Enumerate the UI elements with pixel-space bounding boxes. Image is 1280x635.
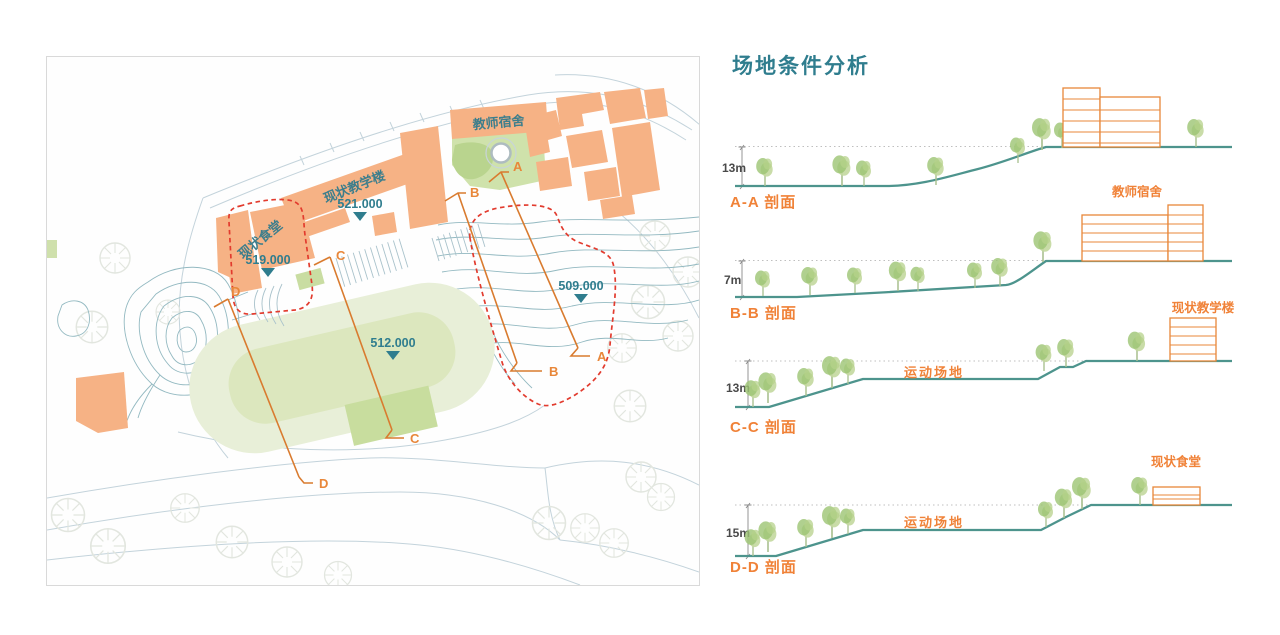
building-bb xyxy=(1081,204,1204,262)
plan-buildings xyxy=(76,88,668,433)
terrain-dd xyxy=(735,503,1232,558)
building-label-dd: 现状食堂 xyxy=(1151,454,1201,469)
section-cc: 13m 运动场地 现状教学楼 C-C 剖面 xyxy=(726,300,1235,436)
elevation-marker-519: 519.000 xyxy=(245,253,291,277)
section-aa: 13m 教师宿舍 A-A 剖面 xyxy=(722,87,1232,211)
red-boundary-canteen xyxy=(228,198,314,315)
plan-stairs xyxy=(254,223,486,327)
sports-ground-label-cc: 运动场地 xyxy=(904,365,964,380)
plan-contours-east xyxy=(435,216,699,389)
terrain-cc xyxy=(735,359,1232,409)
section-line-b: B B xyxy=(444,185,558,379)
height-label-dd: 15m xyxy=(726,526,750,540)
section-label-cc: C-C 剖面 xyxy=(730,418,797,436)
plan-roads xyxy=(47,74,699,585)
green-field-se xyxy=(344,385,438,446)
elevation-marker-521: 521.000 xyxy=(337,197,383,221)
section-dd: 15m 运动场地 现状食堂 D-D 剖面 xyxy=(726,454,1232,576)
sports-ground-label-dd: 运动场地 xyxy=(904,515,964,530)
running-track xyxy=(47,170,495,454)
building-dd xyxy=(1152,486,1201,506)
elevation-marker-512: 512.000 xyxy=(370,336,416,360)
section-label-dd: D-D 剖面 xyxy=(730,558,797,576)
height-label-bb: 7m xyxy=(724,273,741,287)
section-marker-c-end: C xyxy=(410,431,420,446)
section-line-c: C C xyxy=(313,248,420,446)
label-teacher-dorm: 教师宿舍 xyxy=(471,113,526,133)
park-fountain xyxy=(490,142,512,164)
section-bb: 7m 教师宿舍 B-B 剖面 xyxy=(724,184,1232,322)
section-marker-d-end: D xyxy=(319,476,328,491)
svg-text:519.000: 519.000 xyxy=(245,253,290,267)
sw-building xyxy=(76,372,128,433)
section-marker-c-start: C xyxy=(336,248,346,263)
section-line-a: A A xyxy=(488,159,607,364)
building-label-cc: 现状教学楼 xyxy=(1172,300,1235,315)
section-marker-d-start: D xyxy=(231,284,240,299)
height-label-cc: 13m xyxy=(726,381,750,395)
site-plan-frame: A A B B C C D D 教师宿舍 现状教学楼 现状食堂 521.000 … xyxy=(46,56,700,586)
teacher-dorm-building xyxy=(450,102,548,139)
site-plan: A A B B C C D D 教师宿舍 现状教学楼 现状食堂 521.000 … xyxy=(47,74,699,585)
canteen-building xyxy=(216,210,256,282)
section-marker-b-end: B xyxy=(549,364,558,379)
dorm-park xyxy=(452,130,546,190)
section-marker-b-start: B xyxy=(470,185,479,200)
section-line-d: D D xyxy=(213,284,328,491)
section-marker-a-start: A xyxy=(513,159,523,174)
sections-panel: 13m 教师宿舍 A-A 剖面 7m xyxy=(722,87,1235,576)
svg-text:509.000: 509.000 xyxy=(558,279,603,293)
section-marker-a-end: A xyxy=(597,349,607,364)
red-boundary-east-slope xyxy=(468,204,617,407)
teaching-building-slab xyxy=(281,149,430,225)
height-label-aa: 13m xyxy=(722,161,746,175)
building-aa xyxy=(1062,87,1161,148)
terrain-aa xyxy=(735,145,1232,188)
section-label-bb: B-B 剖面 xyxy=(730,304,797,322)
page-title: 场地条件分析 xyxy=(732,55,870,78)
elevation-marker-509: 509.000 xyxy=(558,279,604,303)
section-label-aa: A-A 剖面 xyxy=(730,193,796,211)
svg-text:521.000: 521.000 xyxy=(337,197,382,211)
building-cc xyxy=(1169,317,1217,362)
svg-text:512.000: 512.000 xyxy=(370,336,415,350)
terrain-bb xyxy=(735,259,1232,299)
building-label-bb: 教师宿舍 xyxy=(1111,184,1163,199)
